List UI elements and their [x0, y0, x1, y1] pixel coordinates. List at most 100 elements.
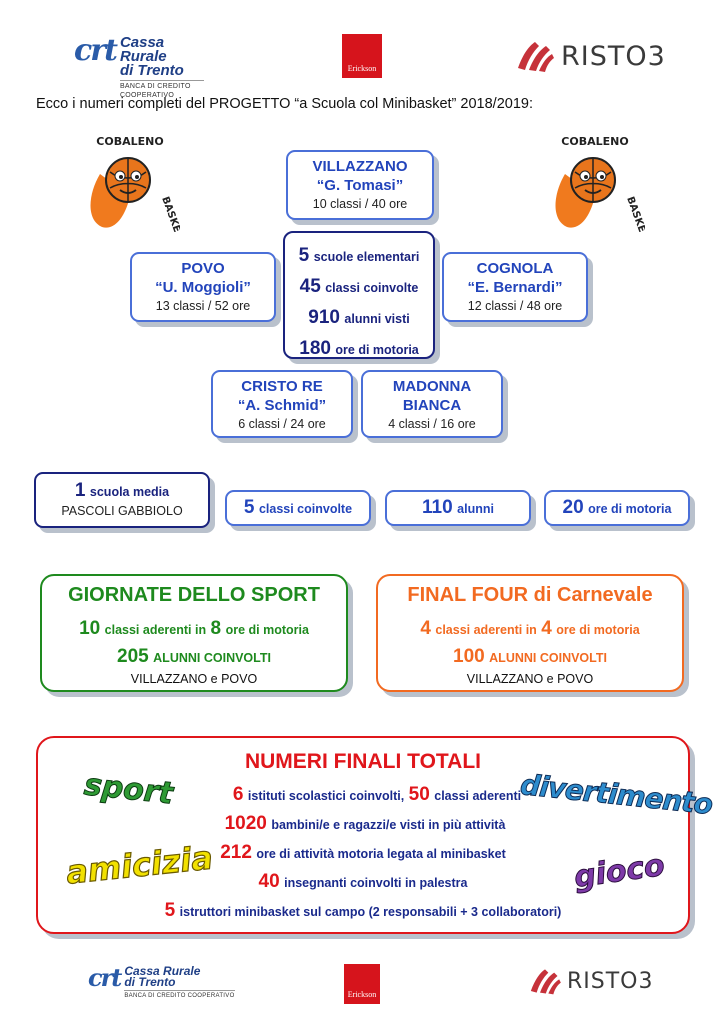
media-label: ore di motoria	[588, 502, 672, 516]
crt-logo-sub: BANCA DI CREDITO COOPERATIVO	[124, 990, 235, 1001]
crt-logo-letters: crt	[74, 33, 118, 68]
risto3-logo-footer: RISTO3	[528, 966, 654, 996]
media-number: 1	[74, 480, 86, 501]
summary-number: 180	[299, 338, 331, 359]
final-four-text: ore di motoria	[556, 623, 640, 637]
final-four-box: FINAL FOUR di Carnevale 4 classi aderent…	[376, 574, 684, 692]
risto3-logo-text: RISTO3	[567, 968, 654, 994]
totals-number: 6	[232, 784, 244, 805]
totals-line-institutes: 6 istituti scolastici coinvolti, 50 clas…	[52, 784, 702, 806]
totals-text: bambini/e e ragazzi/e visti in più attiv…	[271, 818, 506, 832]
totals-number: 5	[164, 900, 176, 921]
erickson-logo-footer: Erickson	[344, 964, 380, 1004]
school-box-madonna-bianca: MADONNA BIANCA 4 classi / 16 ore	[361, 370, 503, 438]
mascot-left-icon: COBALENO BASKET	[90, 135, 180, 232]
giornate-number: 10	[79, 618, 101, 639]
school-box-povo: POVO “U. Moggioli” 13 classi / 52 ore	[130, 252, 276, 322]
crt-logo-letters: crt	[88, 963, 122, 992]
giornate-line2: 205 ALUNNI COINVOLTI	[42, 646, 346, 668]
erickson-logo-text: Erickson	[347, 64, 377, 73]
totals-number: 40	[258, 871, 280, 892]
totals-text: insegnanti coinvolti in palestra	[284, 876, 468, 890]
school-box-cognola: COGNOLA “E. Bernardi” 12 classi / 48 ore	[442, 252, 588, 322]
media-hours-line: 20 ore di motoria	[562, 497, 672, 518]
media-school-box: 1 scuola media PASCOLI GABBIOLO	[34, 472, 210, 528]
media-number: 20	[562, 497, 584, 518]
media-students-line: 110 alunni	[422, 497, 494, 518]
crt-logo: crt Cassa Rurale di Trento BANCA DI CRED…	[74, 33, 204, 99]
risto3-mark-icon	[518, 42, 554, 72]
school-detail: 6 classi / 24 ore	[238, 417, 326, 431]
totals-number: 1020	[224, 813, 267, 834]
summary-line-classes: 45 classi coinvolte	[285, 272, 433, 303]
media-school-name: PASCOLI GABBIOLO	[61, 504, 183, 518]
summary-label: classi coinvolte	[325, 281, 419, 295]
totals-text: classi aderenti	[434, 789, 522, 803]
media-hours-box: 20 ore di motoria	[544, 490, 690, 526]
totals-line-hours: 212 ore di attività motoria legata al mi…	[38, 842, 688, 864]
risto3-logo-text: RISTO3	[561, 40, 666, 72]
summary-label: ore di motoria	[335, 343, 419, 357]
intro-text: Ecco i numeri completi del PROGETTO “a S…	[36, 96, 533, 112]
final-four-number: 4	[420, 618, 431, 639]
summary-number: 5	[298, 245, 310, 266]
crt-logo-footer: crt Cassa Rurale di Trento BANCA DI CRED…	[88, 963, 235, 1001]
media-label: scuola media	[89, 485, 170, 499]
crt-logo-sub: BANCA DI CREDITO COOPERATIVO	[119, 80, 204, 100]
svg-text:BASKET: BASKET	[159, 195, 180, 232]
totals-box: NUMERI FINALI TOTALI 6 istituti scolasti…	[36, 736, 714, 934]
final-four-places: VILLAZZANO e POVO	[466, 672, 594, 686]
school-detail: 12 classi / 48 ore	[467, 299, 563, 313]
school-name: POVO	[181, 260, 225, 277]
summary-label: alunni visti	[344, 312, 410, 326]
school-name-2: “A. Schmid”	[237, 397, 327, 414]
school-box-villazzano: VILLAZZANO “G. Tomasi” 10 classi / 40 or…	[286, 150, 434, 220]
svg-text:COBALENO: COBALENO	[561, 135, 628, 148]
crt-logo-line2: di Trento	[124, 975, 176, 989]
media-classes-box: 5 classi coinvolte	[225, 490, 371, 526]
media-students-box: 110 alunni	[385, 490, 531, 526]
final-four-title: FINAL FOUR di Carnevale	[407, 584, 653, 606]
final-four-text: ALUNNI COINVOLTI	[489, 651, 607, 665]
giornate-sport-box: GIORNATE DELLO SPORT 10 classi aderenti …	[40, 574, 348, 692]
crt-logo-line1: Cassa Rurale	[124, 964, 201, 978]
summary-box: 5 scuole elementari 45 classi coinvolte …	[283, 231, 435, 359]
erickson-logo-text: Erickson	[347, 990, 377, 999]
summary-line-schools: 5 scuole elementari	[285, 241, 433, 272]
final-four-text: classi aderenti in	[435, 623, 537, 637]
crt-logo-line2: di Trento	[119, 62, 184, 79]
school-name-2: “U. Moggioli”	[155, 279, 251, 296]
risto3-logo: RISTO3	[515, 38, 666, 74]
giornate-text: ore di motoria	[225, 623, 309, 637]
totals-number: 212	[220, 842, 252, 863]
totals-line-teachers: 40 insegnanti coinvolti in palestra	[38, 871, 688, 893]
final-four-line1: 4 classi aderenti in 4 ore di motoria	[378, 618, 682, 640]
media-classes-line: 5 classi coinvolte	[243, 497, 352, 518]
school-detail: 10 classi / 40 ore	[312, 197, 408, 211]
media-number: 110	[422, 497, 453, 518]
media-label: alunni	[457, 502, 494, 516]
totals-text: istruttori minibasket sul campo (2 respo…	[179, 905, 562, 919]
svg-text:BASKET: BASKET	[624, 195, 645, 232]
school-name-2: “E. Bernardi”	[467, 279, 563, 296]
school-name: COGNOLA	[476, 260, 554, 277]
school-name: VILLAZZANO	[312, 158, 408, 175]
school-box-cristo-re: CRISTO RE “A. Schmid” 6 classi / 24 ore	[211, 370, 353, 438]
summary-line-hours: 180 ore di motoria	[285, 334, 433, 365]
giornate-text: ALUNNI COINVOLTI	[153, 651, 271, 665]
totals-number: 50	[408, 784, 430, 805]
school-name: CRISTO RE	[241, 378, 323, 395]
summary-number: 910	[308, 307, 340, 328]
final-four-line2: 100 ALUNNI COINVOLTI	[378, 646, 682, 668]
svg-text:COBALENO: COBALENO	[96, 135, 163, 148]
erickson-logo: Erickson	[342, 34, 382, 78]
final-four-number: 100	[453, 646, 485, 667]
summary-label: scuole elementari	[313, 250, 420, 264]
school-name: MADONNA	[392, 378, 472, 395]
crt-logo-line1: Cassa Rurale	[119, 34, 167, 65]
school-detail: 4 classi / 16 ore	[388, 417, 476, 431]
totals-title: NUMERI FINALI TOTALI	[244, 750, 482, 773]
media-number: 5	[243, 497, 255, 518]
giornate-line1: 10 classi aderenti in 8 ore di motoria	[42, 618, 346, 640]
totals-line-children: 1020 bambini/e e ragazzi/e visti in più …	[40, 813, 690, 835]
